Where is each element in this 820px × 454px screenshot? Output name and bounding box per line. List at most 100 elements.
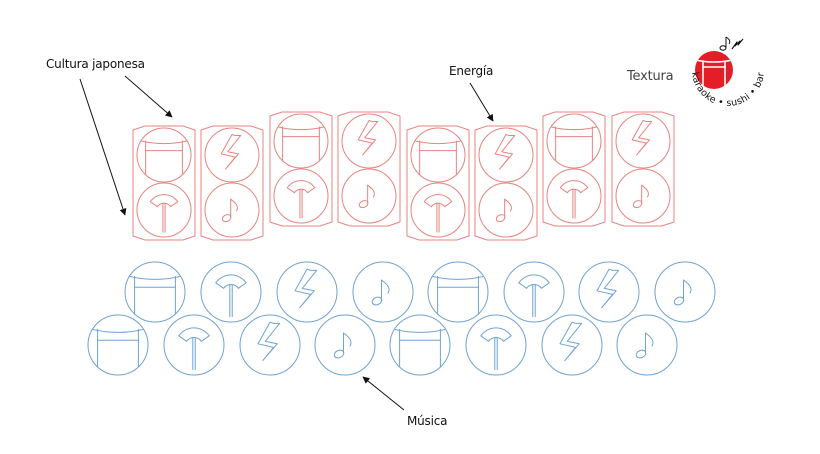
circle-outline [87, 314, 149, 376]
label-musica: Música [407, 414, 448, 428]
blue-circle-row1 [276, 261, 338, 323]
tile-circle-bottom [615, 168, 671, 224]
blue-circle-row2 [389, 314, 451, 376]
circle-outline [200, 261, 262, 323]
music-note-icon [635, 332, 654, 359]
circle-outline [341, 113, 397, 169]
lightning-bolt-icon [494, 133, 516, 170]
tile-circle-bottom [478, 182, 534, 238]
blue-circle-row2 [314, 314, 376, 376]
circle-outline [615, 168, 671, 224]
circle-outline [541, 314, 603, 376]
circle-outline [273, 113, 329, 169]
lightning-bolt-icon [220, 133, 242, 170]
hexagonal-tile [337, 111, 401, 227]
circle-outline [136, 182, 192, 238]
lightning-bolt-icon [294, 268, 318, 309]
circle-outline [352, 261, 414, 323]
circle-outline [478, 182, 534, 238]
tile-circle-bottom [273, 168, 329, 224]
circle-outline [410, 182, 466, 238]
label-cultura-japonesa: Cultura japonesa [46, 57, 145, 71]
tile-circle-bottom [546, 168, 602, 224]
circle-outline [546, 113, 602, 169]
circle-outline [546, 168, 602, 224]
tile-circle-top [136, 127, 192, 183]
tile-circle-bottom [136, 182, 192, 238]
music-note-icon [358, 184, 375, 209]
tile-circle-top [204, 127, 260, 183]
lightning-bolt-icon [631, 119, 653, 156]
circle-outline [410, 127, 466, 183]
lightning-bolt-icon [731, 38, 744, 50]
circle-outline [616, 314, 678, 376]
circle-outline [163, 314, 225, 376]
hexagonal-tile [269, 111, 333, 227]
circle-outline [615, 113, 671, 169]
circle-outline [314, 314, 376, 376]
circle-outline [239, 314, 301, 376]
tile-circle-bottom [410, 182, 466, 238]
tile-circle-top [273, 113, 329, 169]
circle-outline [478, 127, 534, 183]
fan-icon [518, 274, 550, 318]
tile-circle-top [615, 113, 671, 169]
hexagonal-tile [474, 125, 538, 241]
music-note-icon [632, 184, 649, 209]
circle-outline [503, 261, 565, 323]
arrow-cultura-to-tile [124, 75, 173, 118]
blue-circle-row2 [465, 314, 527, 376]
arrow-cultura-to-fan [79, 78, 127, 216]
circle-outline [389, 314, 451, 376]
circle-outline [276, 261, 338, 323]
blue-circle-row2 [87, 314, 149, 376]
circle-outline [654, 261, 716, 323]
music-note-icon [719, 36, 731, 51]
circle-outline [341, 168, 397, 224]
red-tile-row [132, 111, 675, 241]
hexagonal-tile [542, 111, 606, 227]
blue-circle-row1 [654, 261, 716, 323]
circle-outline [204, 127, 260, 183]
music-note-icon [673, 279, 692, 306]
blue-circle-row1 [427, 261, 489, 323]
blue-circle-row2 [541, 314, 603, 376]
circle-outline [204, 182, 260, 238]
hexagonal-tile [406, 125, 470, 241]
blue-circle-row1 [503, 261, 565, 323]
label-textura: Textura [627, 69, 674, 84]
arrow-energia [469, 82, 494, 122]
lightning-bolt-icon [559, 321, 583, 362]
fan-icon [178, 327, 210, 371]
circle-outline [273, 168, 329, 224]
blue-circle-row2 [163, 314, 225, 376]
annotation-arrows [79, 75, 494, 411]
fan-icon [423, 194, 453, 233]
circle-outline [136, 127, 192, 183]
fan-icon [480, 327, 512, 371]
circle-outline [427, 261, 489, 323]
fan-icon [559, 180, 589, 219]
lightning-bolt-icon [257, 321, 281, 362]
tile-circle-bottom [341, 168, 397, 224]
hexagonal-tile [200, 125, 264, 241]
fan-icon [286, 180, 316, 219]
blue-circle-row1 [352, 261, 414, 323]
circle-outline [465, 314, 527, 376]
fan-icon [149, 194, 179, 233]
circle-outline [578, 261, 640, 323]
arrow-musica [362, 376, 405, 411]
blue-circle-row2 [239, 314, 301, 376]
tile-circle-top [478, 127, 534, 183]
logo-circle [695, 51, 733, 89]
hexagonal-tile [132, 125, 196, 241]
blue-circle-row1 [578, 261, 640, 323]
music-note-icon [333, 332, 352, 359]
hexagonal-tile [611, 111, 675, 227]
music-note-icon [495, 198, 512, 223]
blue-circle-rows [87, 261, 716, 376]
label-energia: Energía [449, 64, 494, 78]
music-note-icon [221, 198, 238, 223]
blue-circle-row2 [616, 314, 678, 376]
